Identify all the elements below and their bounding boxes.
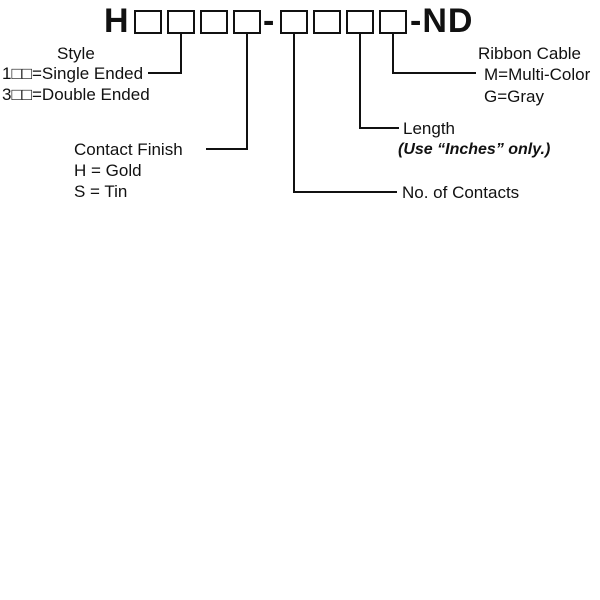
ribbon-cable-label: Ribbon Cable <box>478 44 582 63</box>
part-number-suffix: -ND <box>410 2 474 40</box>
pn-digit-box <box>346 10 374 34</box>
style-option-double-ended: 3□□=Double Ended <box>2 85 150 104</box>
contacts-connector-vertical <box>293 34 295 193</box>
part-number-separator: - <box>263 2 276 40</box>
length-connector-horizontal <box>359 127 399 129</box>
style-connector-vertical <box>180 34 182 74</box>
contact-finish-connector-horizontal <box>206 148 248 150</box>
part-number-prefix: H <box>104 2 130 40</box>
pn-digit-box <box>313 10 341 34</box>
pn-digit-box <box>200 10 228 34</box>
contact-finish-option-tin: S = Tin <box>74 182 128 201</box>
length-label: Length <box>403 119 455 138</box>
contact-finish-option-gold: H = Gold <box>74 161 142 180</box>
pn-digit-box <box>167 10 195 34</box>
contacts-label: No. of Contacts <box>402 183 520 202</box>
ribbon-cable-connector-horizontal <box>392 72 476 74</box>
contacts-connector-horizontal <box>293 191 397 193</box>
style-connector-horizontal <box>148 72 182 74</box>
contact-finish-label: Contact Finish <box>74 140 183 159</box>
length-note: (Use “Inches” only.) <box>398 141 551 158</box>
style-option-single-ended: 1□□=Single Ended <box>2 64 144 83</box>
pn-digit-box <box>134 10 162 34</box>
pn-digit-box <box>233 10 261 34</box>
pn-digit-box <box>379 10 407 34</box>
length-connector-vertical <box>359 34 361 129</box>
ribbon-cable-option-gray: G=Gray <box>484 87 544 106</box>
ribbon-cable-connector-vertical <box>392 34 394 74</box>
style-label: Style <box>57 44 95 63</box>
pn-digit-box <box>280 10 308 34</box>
contact-finish-connector-vertical <box>246 34 248 150</box>
ribbon-cable-option-multicolor: M=Multi-Color <box>484 65 591 84</box>
